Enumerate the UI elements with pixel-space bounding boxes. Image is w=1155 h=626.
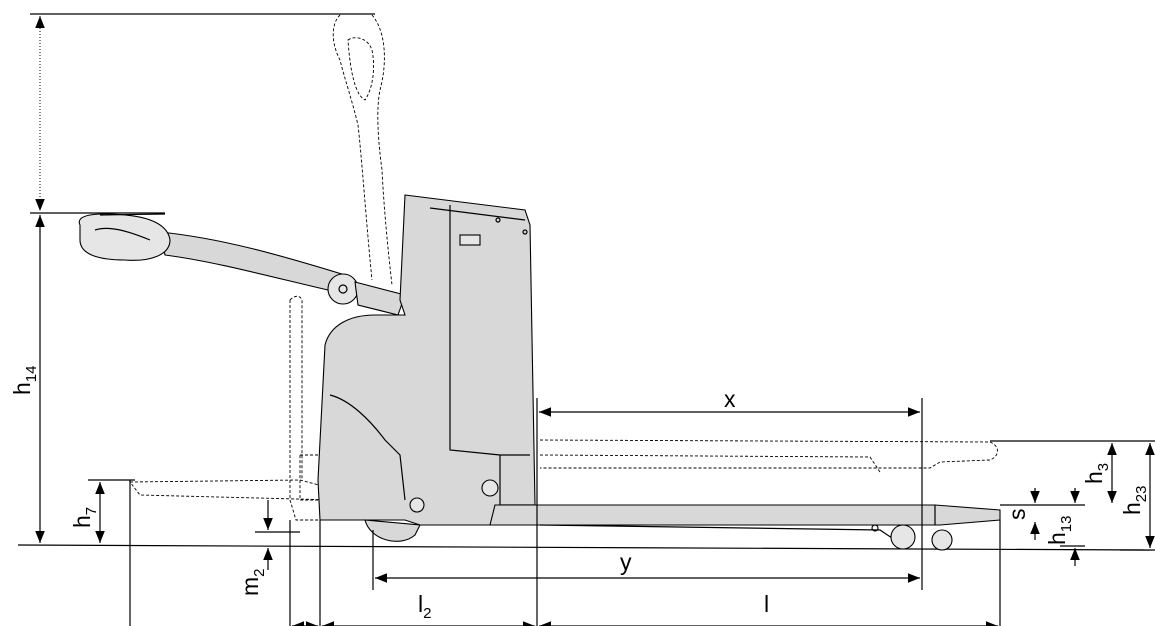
folded-platform-outline — [129, 295, 339, 521]
label-h13: h13 — [1044, 516, 1075, 545]
label-x: x — [724, 386, 736, 412]
lowered-fork-outline — [539, 439, 998, 473]
fork-assembly — [489, 504, 1001, 551]
label-s: s — [1004, 509, 1030, 521]
label-h14: h14 — [9, 366, 40, 395]
label-h23: h23 — [1119, 486, 1150, 515]
ground-line — [17, 544, 1151, 551]
label-l2: l2 — [418, 591, 431, 622]
tiller-upright-outline — [332, 14, 393, 286]
tiller-arm — [78, 213, 406, 316]
label-h7: h7 — [69, 507, 100, 528]
truck-body — [317, 194, 536, 526]
label-l: l — [764, 591, 769, 617]
label-h3: h3 — [1081, 463, 1112, 484]
drive-wheel — [364, 519, 421, 542]
label-m2: m2 — [237, 568, 268, 596]
label-y: y — [620, 549, 632, 575]
extension-lines — [30, 13, 1155, 626]
